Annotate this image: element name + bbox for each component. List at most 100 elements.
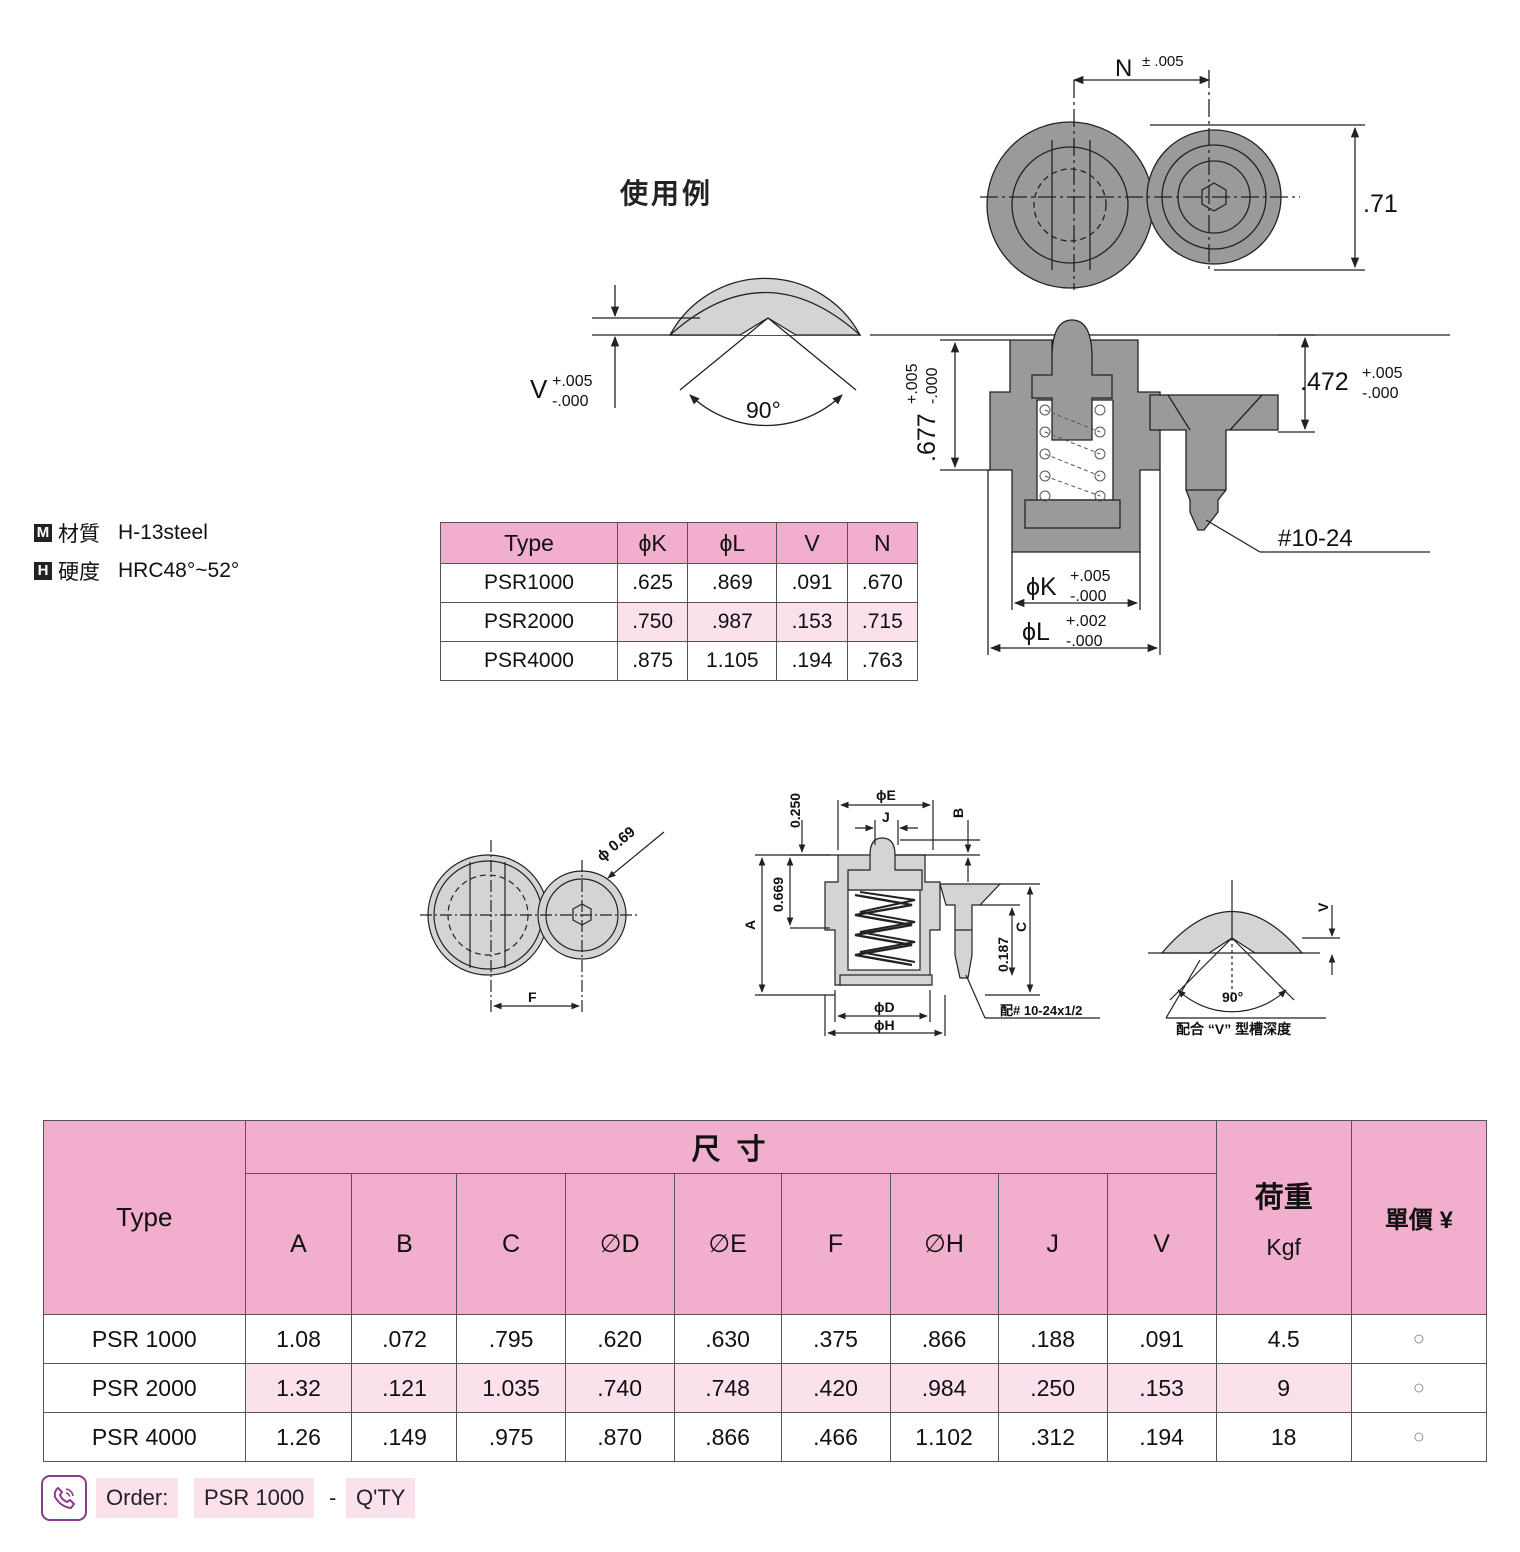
row-type: PSR4000 xyxy=(440,641,618,681)
v-groove-bottom xyxy=(1148,880,1340,1019)
angle-90-top: 90° xyxy=(746,397,781,423)
dim-0187-label: 0.187 xyxy=(995,937,1011,972)
plan-view-top xyxy=(980,70,1365,290)
material-spec: M 材質 H-13steel xyxy=(34,518,208,548)
dim-0472-label: .472 xyxy=(1300,368,1349,396)
cell: .153 xyxy=(1106,1363,1217,1413)
cell: .975 xyxy=(456,1412,566,1462)
dim-0677-tol-plus: +.005 xyxy=(904,363,921,404)
dim-n-label: N xyxy=(1115,55,1132,82)
price-cell: ○ xyxy=(1350,1314,1488,1364)
col-header-f: F xyxy=(780,1173,891,1315)
v-groove-top xyxy=(592,277,862,427)
cell: .748 xyxy=(673,1363,782,1413)
cell: 1.26 xyxy=(244,1412,353,1462)
cell: .740 xyxy=(564,1363,675,1413)
col-header-j: J xyxy=(997,1173,1108,1315)
dim-k-tol-minus: -.000 xyxy=(1070,588,1107,605)
order-qty[interactable]: Q'TY xyxy=(346,1478,416,1518)
dim-f-label: F xyxy=(528,989,537,1005)
phone-icon xyxy=(41,1475,87,1521)
load-unit: Kgf xyxy=(1266,1234,1301,1260)
col-header-a: A xyxy=(244,1173,353,1315)
v-groove-caption: 配合 “V” 型槽深度 xyxy=(1176,1021,1292,1037)
load-cell: 4.5 xyxy=(1215,1314,1352,1364)
cell: 1.32 xyxy=(244,1363,353,1413)
cell: .420 xyxy=(780,1363,891,1413)
dim-a-label: A xyxy=(742,920,758,930)
row-type: PSR 1000 xyxy=(43,1314,246,1364)
col-header-v: V xyxy=(776,522,848,564)
phone-glyph xyxy=(53,1486,76,1510)
cell: .072 xyxy=(351,1314,458,1364)
material-badge: M xyxy=(34,524,52,542)
dim-v-bottom-label: V xyxy=(1315,902,1331,912)
cell: .869 xyxy=(687,563,778,603)
dim-h-label: ϕH xyxy=(874,1017,895,1033)
cell: .670 xyxy=(846,563,919,603)
order-label: Order: xyxy=(96,1478,179,1518)
cell: .763 xyxy=(846,641,919,681)
cell: .188 xyxy=(997,1314,1108,1364)
dim-0472-tol-minus: -.000 xyxy=(1362,385,1399,402)
col-header-b: B xyxy=(351,1173,458,1315)
cell: .153 xyxy=(776,602,848,642)
row-type: PSR1000 xyxy=(440,563,618,603)
dim-0472-tol-plus: +.005 xyxy=(1362,365,1403,382)
cell: .870 xyxy=(564,1412,675,1462)
dim-l-tol-minus: -.000 xyxy=(1066,633,1103,650)
dim-j-label: J xyxy=(882,809,890,825)
dim-v-label: V xyxy=(530,374,548,404)
order-separator: - xyxy=(329,1485,337,1510)
cell: 1.08 xyxy=(244,1314,353,1364)
cell: .750 xyxy=(616,602,689,642)
hardness-value: HRC48°~52° xyxy=(118,559,240,582)
dim-0250-label: 0.250 xyxy=(787,793,803,828)
order-model[interactable]: PSR 1000 xyxy=(194,1478,315,1518)
load-cell: 9 xyxy=(1215,1363,1352,1413)
angle-90-bottom: 90° xyxy=(1222,989,1243,1005)
dim-071-label: .71 xyxy=(1363,190,1398,218)
dim-d-label: ϕD xyxy=(874,999,895,1015)
usage-title: 使用例 xyxy=(620,178,714,209)
cell: .866 xyxy=(673,1412,782,1462)
cell: .866 xyxy=(889,1314,999,1364)
cell: .466 xyxy=(780,1412,891,1462)
hardness-spec: H 硬度 HRC48°~52° xyxy=(34,556,239,586)
dim-0677-label: .677 xyxy=(913,413,941,462)
col-group-header-dimensions: 尺 寸 xyxy=(244,1120,1217,1174)
hardness-badge: H xyxy=(34,562,52,580)
dim-c-label: C xyxy=(1013,922,1029,932)
col-header-d: ∅D xyxy=(564,1173,675,1315)
screw-spec-label: 配# 10-24x1/2 xyxy=(1000,1003,1082,1018)
cell: .987 xyxy=(687,602,778,642)
price-cell: ○ xyxy=(1350,1412,1488,1462)
plan-view-bottom xyxy=(420,831,665,1012)
row-type: PSR 2000 xyxy=(43,1363,246,1413)
dim-e-label: ϕE xyxy=(876,787,896,803)
dim-v-tol-plus: +.005 xyxy=(552,373,593,390)
col-header-l: ϕL xyxy=(687,522,778,564)
col-header-type: Type xyxy=(440,522,618,564)
cell: .121 xyxy=(351,1363,458,1413)
col-header-n: N xyxy=(846,522,919,564)
table-row: PSR 1000 1.08 .072 .795 .620 .630 .375 .… xyxy=(43,1314,1488,1364)
load-title: 荷重 xyxy=(1254,1182,1313,1214)
table-row: PSR1000 .625 .869 .091 .670 xyxy=(440,563,919,603)
load-cell: 18 xyxy=(1215,1412,1352,1462)
table-row: PSR 2000 1.32 .121 1.035 .740 .748 .420 … xyxy=(43,1363,1488,1413)
row-type: PSR 4000 xyxy=(43,1412,246,1462)
cell: .715 xyxy=(846,602,919,642)
col-header-e: ∅E xyxy=(673,1173,782,1315)
table-row: PSR4000 .875 1.105 .194 .763 xyxy=(440,641,919,681)
table-row: PSR2000 .750 .987 .153 .715 xyxy=(440,602,919,642)
dim-n-tol: ± .005 xyxy=(1142,53,1184,70)
dim-l-label: ϕL xyxy=(1022,618,1050,646)
cell: .091 xyxy=(776,563,848,603)
cell: .984 xyxy=(889,1363,999,1413)
cell: 1.035 xyxy=(456,1363,566,1413)
thread-label: #10-24 xyxy=(1278,525,1353,552)
price-cell: ○ xyxy=(1350,1363,1488,1413)
col-header-type: Type xyxy=(43,1120,246,1315)
hardness-label: 硬度 xyxy=(58,561,100,584)
